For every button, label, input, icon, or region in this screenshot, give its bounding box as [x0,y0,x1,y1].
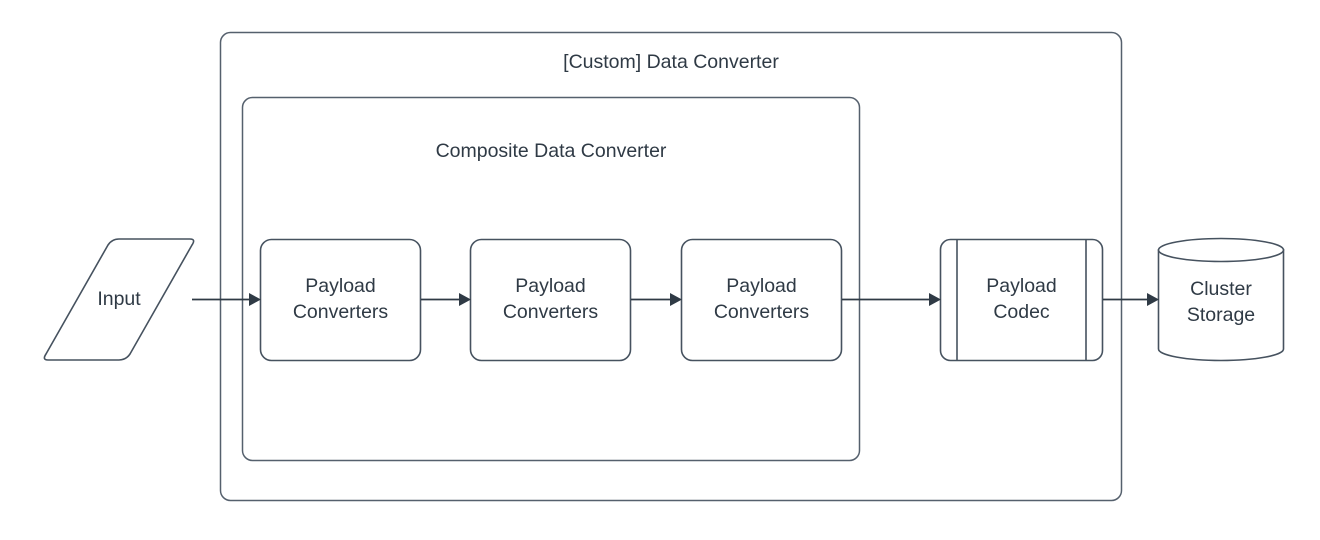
node-payload-converters-1-shape[interactable] [259,238,422,362]
edge-pc3-to-codec [842,293,941,306]
node-cluster-storage-shape[interactable] [1157,237,1285,362]
edge-pc1-to-pc2 [421,293,471,306]
container-custom-data-converter[interactable] [219,31,1123,502]
edge-pc2-to-pc3 [631,293,682,306]
container-composite-data-converter[interactable] [241,96,861,462]
node-input-shape[interactable] [43,238,195,361]
node-payload-converters-3-shape[interactable] [680,238,843,362]
edge-codec-to-storage [1103,293,1159,306]
node-payload-codec-shape[interactable] [939,238,1104,362]
node-payload-converters-2-shape[interactable] [469,238,632,362]
edge-input-to-pc1 [192,293,261,306]
